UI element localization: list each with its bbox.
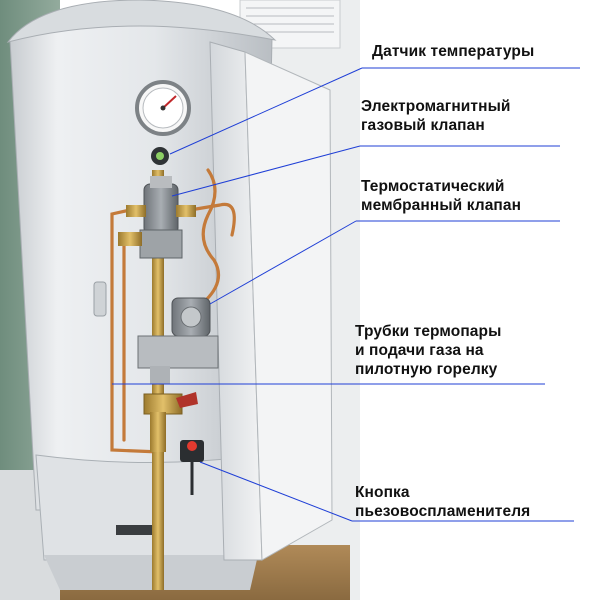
callout-line: пьезовоспламенителя — [355, 503, 531, 520]
callout-line: и подачи газа на — [355, 342, 484, 359]
callout-line: Термостатический — [361, 178, 505, 195]
callout-line: газовый клапан — [361, 117, 485, 134]
callout-line: Датчик температуры — [372, 43, 535, 60]
callout-temperature-sensor: Датчик температуры — [372, 42, 534, 61]
leader-line-thermostatic-valve — [209, 220, 357, 305]
leader-line-electromagnetic-valve — [171, 145, 361, 197]
callout-line: Трубки термопары — [355, 323, 502, 340]
leader-line-temperature-sensor — [169, 67, 363, 155]
callout-line: мембранный клапан — [361, 197, 522, 214]
callout-line: Электромагнитный — [361, 98, 511, 115]
leader-lines — [112, 67, 580, 522]
callout-line: пилотную горелку — [355, 361, 498, 378]
leader-line-piezo-button — [199, 461, 353, 522]
callout-line: Кнопка — [355, 484, 410, 501]
callout-piezo-ignition-button: Кнопка пьезовоспламенителя — [355, 483, 530, 521]
callout-electromagnetic-gas-valve: Электромагнитный газовый клапан — [361, 97, 511, 135]
callout-thermocouple-and-gas-tubes: Трубки термопары и подачи газа на пилотн… — [355, 322, 501, 379]
callout-thermostatic-membrane-valve: Термостатический мембранный клапан — [361, 177, 521, 215]
